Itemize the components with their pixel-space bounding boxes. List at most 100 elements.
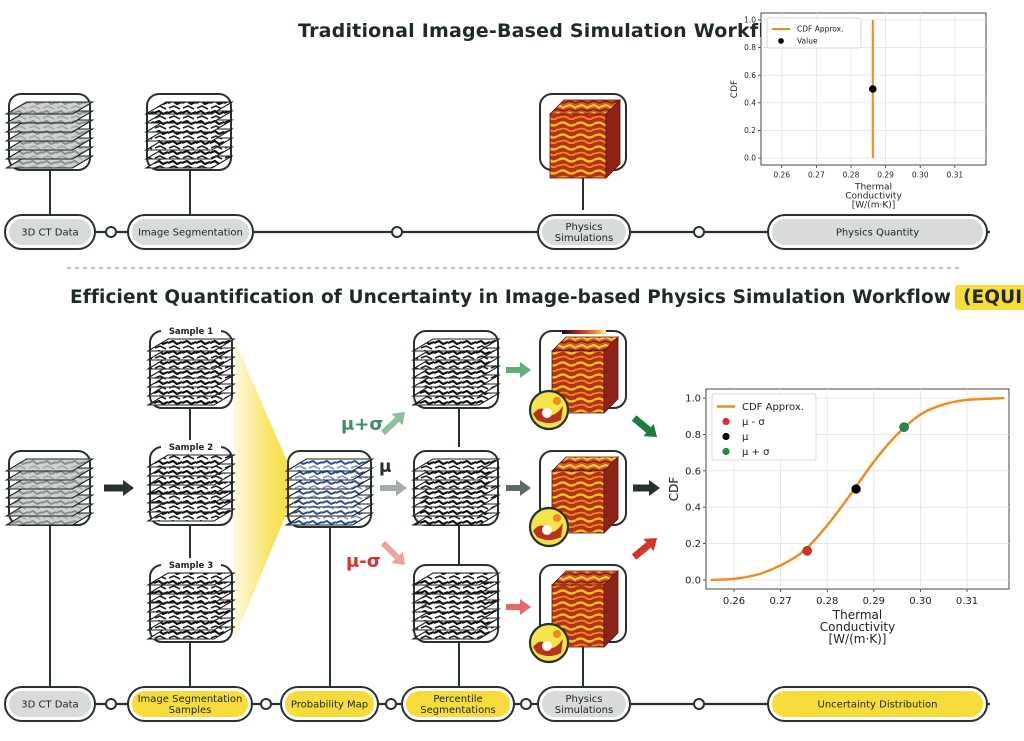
sample-label: Sample 2 bbox=[169, 443, 213, 453]
legend-label: CDF Approx. bbox=[742, 402, 804, 413]
arrows: μ+σ μ μ-σ bbox=[104, 362, 660, 615]
bottom-title-text: Efficient Quantification of Uncertainty … bbox=[70, 287, 951, 308]
top-pill-sim-inner bbox=[542, 219, 626, 245]
top-pill-quantity: Physics Quantity bbox=[767, 214, 988, 250]
connectors bbox=[49, 170, 584, 704]
arrow-ct-to-samples-head bbox=[123, 480, 134, 496]
x-tick-label: 0.31 bbox=[946, 171, 963, 180]
x-tick-label: 0.30 bbox=[912, 171, 929, 180]
arrow-ct-to-samples bbox=[104, 480, 134, 496]
sim-front-face bbox=[549, 113, 607, 179]
x-tick-label: 0.28 bbox=[816, 596, 838, 607]
inset-spot bbox=[553, 397, 561, 405]
image-layer bbox=[144, 101, 234, 115]
sample3-stack: Sample 3 bbox=[146, 558, 236, 643]
branch-label-minus: μ-σ bbox=[346, 551, 381, 572]
x-tick-label: 0.29 bbox=[863, 596, 885, 607]
top-sim-box bbox=[539, 93, 627, 179]
arrow-upper-out bbox=[631, 415, 657, 437]
series-line bbox=[710, 396, 1005, 582]
image-layer bbox=[411, 572, 501, 586]
x-tick-label: 0.26 bbox=[723, 596, 745, 607]
bottom-pill-percentile-inner bbox=[406, 691, 510, 717]
x-axis-label: Conductivity bbox=[820, 620, 895, 634]
y-tick-label: 0.8 bbox=[685, 430, 701, 441]
top-node-1 bbox=[391, 226, 403, 238]
arrow-mid-out bbox=[633, 480, 660, 496]
arrow-lower-out-shaft bbox=[631, 542, 651, 560]
bottom-pill-samples-label: Samples bbox=[169, 705, 212, 716]
legend-label: Value bbox=[797, 37, 818, 46]
bottom-pill-percentile-label: Segmentations bbox=[420, 705, 496, 716]
bottom-pill-uncertainty-inner bbox=[772, 691, 983, 717]
legend-swatch bbox=[722, 417, 730, 426]
top-pill-ct-label: 3D CT Data bbox=[21, 228, 78, 239]
inset-upper bbox=[528, 389, 570, 431]
bottom-pill-probmap-label: Probability Map bbox=[291, 700, 368, 711]
legend-swatch bbox=[722, 447, 730, 456]
sim-side-face bbox=[603, 570, 619, 648]
pct-upper-stack bbox=[411, 330, 501, 409]
sim-lower-box bbox=[539, 564, 627, 648]
inset-lower bbox=[528, 622, 570, 664]
top-pill-seg-inner bbox=[132, 219, 249, 245]
image-layer bbox=[4, 458, 95, 472]
y-tick-label: 0.2 bbox=[685, 539, 701, 550]
arrow-lower-out bbox=[631, 538, 657, 560]
probability-map-stack bbox=[284, 450, 375, 528]
legend-label: CDF Approx. bbox=[797, 25, 843, 34]
funnel-shape bbox=[233, 337, 290, 642]
top-pill-sim-label: Simulations bbox=[555, 233, 613, 244]
equips-tag: (EQUIPS) bbox=[955, 285, 1024, 310]
sim-side-face bbox=[605, 99, 621, 179]
branch-label-plus: μ+σ bbox=[341, 414, 383, 435]
image-layer bbox=[411, 458, 501, 472]
image-layer bbox=[146, 572, 236, 586]
x-tick-label: 0.30 bbox=[909, 596, 931, 607]
inset-mid bbox=[528, 506, 570, 548]
inset-hole bbox=[542, 641, 552, 651]
image-layer bbox=[4, 101, 95, 115]
series-point bbox=[802, 546, 812, 556]
top-pill-ct-inner bbox=[9, 219, 91, 245]
top-node-2 bbox=[693, 226, 705, 238]
legend-box bbox=[766, 17, 862, 49]
pct-lower-stack bbox=[411, 564, 501, 643]
arrow-upper-branch bbox=[380, 412, 405, 436]
bottom-pill-percentile-label: Percentile bbox=[433, 694, 482, 705]
colorbar bbox=[562, 330, 606, 334]
top-pill-sim-label: Physics bbox=[566, 222, 603, 233]
y-tick-label: 1.0 bbox=[685, 394, 701, 405]
arrow-upper-sim bbox=[506, 362, 531, 378]
y-tick-label: 0.0 bbox=[685, 575, 701, 586]
bottom-pill-probmap: Probability Map bbox=[280, 686, 379, 722]
y-tick-label: 1.0 bbox=[744, 16, 756, 25]
x-tick-label: 0.29 bbox=[877, 171, 894, 180]
bottom-pill-ct-label: 3D CT Data bbox=[21, 700, 78, 711]
arrow-upper-out-shaft bbox=[631, 415, 651, 433]
sample1-stack: Sample 1 bbox=[146, 324, 236, 409]
y-axis-label: CDF bbox=[667, 477, 681, 502]
arrow-mid-branch bbox=[380, 480, 407, 496]
y-tick-label: 0.6 bbox=[685, 466, 701, 477]
image-layer bbox=[284, 458, 375, 472]
x-axis-label: Thermal bbox=[832, 608, 882, 622]
sample-label-bg bbox=[161, 324, 221, 337]
branch-label-mu: μ bbox=[379, 457, 392, 477]
series-point bbox=[899, 422, 909, 432]
series-point bbox=[851, 484, 861, 494]
arrow-upper-branch-shaft bbox=[380, 417, 400, 436]
arrow-mid-sim bbox=[506, 480, 531, 496]
bottom-node-4 bbox=[693, 698, 705, 710]
y-axis-label: CDF bbox=[730, 80, 740, 98]
sample-label: Sample 3 bbox=[169, 561, 213, 571]
bottom-title: Efficient Quantification of Uncertainty … bbox=[70, 285, 1024, 310]
y-tick-label: 0.4 bbox=[744, 98, 756, 107]
bottom-pill-sim-label: Physics bbox=[566, 694, 603, 705]
inset-hole bbox=[542, 525, 552, 535]
series-point bbox=[868, 85, 877, 93]
arrow-lower-out-head bbox=[643, 538, 657, 552]
